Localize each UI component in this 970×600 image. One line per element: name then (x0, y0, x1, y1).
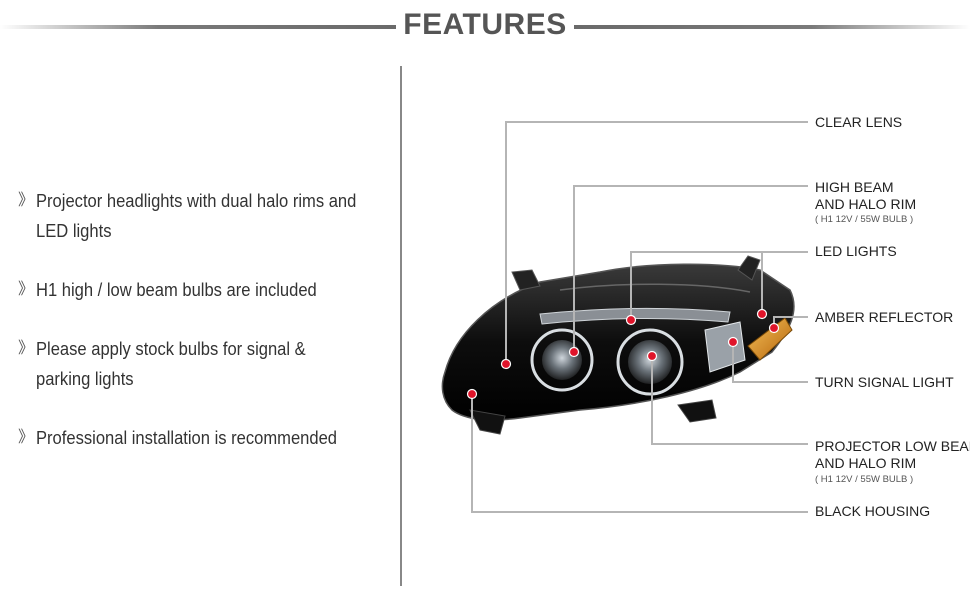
chevron-right-icon: 》 (18, 281, 35, 298)
leader-line (732, 342, 808, 383)
halo-ring (616, 328, 684, 396)
housing-shape (441, 263, 795, 421)
feature-text: H1 high / low beam bulbs are included (36, 280, 317, 300)
marker-dot (727, 336, 739, 348)
label-turn-signal: TURN SIGNAL LIGHT (815, 374, 954, 390)
marker-dot (768, 322, 780, 334)
halo-ring (530, 328, 594, 392)
page-title: FEATURES (403, 8, 567, 41)
feature-text: Projector headlights with dual halo rims… (36, 191, 357, 241)
marker-dot (500, 358, 512, 370)
marker-dot (646, 350, 658, 362)
leader-line (630, 251, 808, 320)
feature-text: Please apply stock bulbs for signal & pa… (36, 339, 306, 389)
label-black-housing: BLACK HOUSING (815, 503, 930, 519)
header-rule-right (574, 25, 970, 29)
label-led-lights: LED LIGHTS (815, 243, 897, 259)
projector-lens (542, 340, 582, 380)
callout-markers (466, 308, 780, 400)
label-low-beam-rim: AND HALO RIM (815, 455, 916, 471)
features-header: FEATURES (0, 0, 970, 52)
label-high-beam-bulb: ( H1 12V / 55W BULB ) (815, 214, 913, 225)
label-high-beam-rim: AND HALO RIM (815, 196, 916, 212)
leader-line (573, 185, 808, 352)
callout-lines (471, 121, 808, 513)
label-amber-reflector: AMBER REFLECTOR (815, 309, 953, 325)
label-low-beam: PROJECTOR LOW BEAM (815, 438, 970, 454)
feature-text: Professional installation is recommended (36, 428, 337, 448)
feature-item: 》 Professional installation is recommend… (18, 423, 388, 453)
label-clear-lens: CLEAR LENS (815, 114, 902, 130)
projector-lens (628, 340, 672, 384)
label-low-beam-bulb: ( H1 12V / 55W BULB ) (815, 474, 913, 485)
chevron-right-icon: 》 (18, 429, 35, 446)
feature-item: 》 H1 high / low beam bulbs are included (18, 275, 388, 305)
marker-dot (568, 346, 580, 358)
mount-tab (737, 255, 761, 281)
leader-line (505, 121, 808, 364)
chevron-right-icon: 》 (18, 340, 35, 357)
leader-line (651, 356, 808, 445)
mount-tab (511, 269, 541, 291)
vertical-divider (400, 66, 402, 586)
marker-dot (756, 308, 768, 320)
feature-list: 》 Projector headlights with dual halo ri… (18, 186, 388, 482)
feature-item: 》 Please apply stock bulbs for signal & … (18, 334, 388, 394)
led-bar (539, 307, 731, 325)
leader-line (471, 394, 808, 513)
marker-dot (466, 388, 478, 400)
feature-item: 》 Projector headlights with dual halo ri… (18, 186, 388, 246)
mount-tab (469, 409, 506, 435)
header-rule-left (0, 25, 396, 29)
lens-edge (559, 283, 751, 293)
chevron-right-icon: 》 (18, 192, 35, 209)
mount-tab (677, 399, 717, 423)
headlight-image (441, 255, 795, 435)
marker-dot (625, 314, 637, 326)
turn-signal-reflector (704, 321, 746, 373)
label-high-beam: HIGH BEAM (815, 179, 894, 195)
